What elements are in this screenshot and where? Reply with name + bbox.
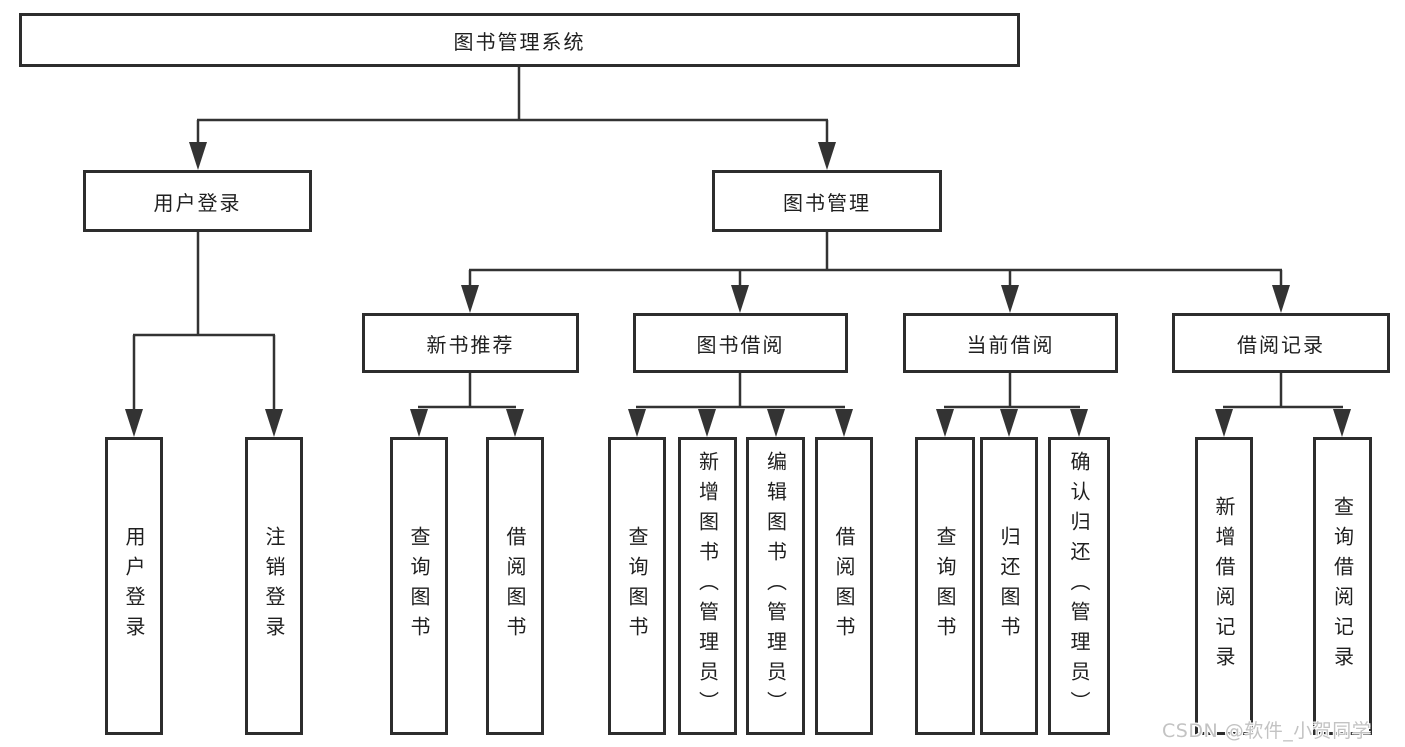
node-library-system: 图书管理系统 [19,13,1020,67]
node-new-book-recommend-label: 新书推荐 [426,332,515,357]
node-book-borrow: 图书借阅 [633,313,848,373]
leaf-add-borrow-record: 新增借阅记录 [1195,437,1253,735]
node-user-login-label: 用户登录 [153,190,242,215]
leaf-add-books-admin: 新增图书（管理员） [678,437,737,735]
node-book-borrow-label: 图书借阅 [696,332,785,357]
leaf-confirm-return-admin-label: 确认归还（管理员） [1067,451,1091,721]
leaf-user-login: 用户登录 [105,437,163,735]
leaf-return-books-label: 归还图书 [997,526,1021,646]
leaf-logout-label: 注销登录 [262,526,286,646]
csdn-watermark: CSDN @软件_小贺同学 [1162,720,1372,742]
leaf-confirm-return-admin: 确认归还（管理员） [1048,437,1110,735]
arrowheads [125,142,1351,437]
node-library-system-label: 图书管理系统 [453,29,586,54]
leaf-borrow-books-1: 借阅图书 [486,437,544,735]
leaf-user-login-label: 用户登录 [122,526,146,646]
leaf-logout: 注销登录 [245,437,303,735]
leaf-query-books-2-label: 查询图书 [625,526,649,646]
leaf-query-books-1: 查询图书 [390,437,448,735]
leaf-borrow-books-2-label: 借阅图书 [832,526,856,646]
node-borrow-records: 借阅记录 [1172,313,1390,373]
node-current-borrow: 当前借阅 [903,313,1118,373]
leaf-edit-books-admin: 编辑图书（管理员） [746,437,805,735]
leaf-return-books: 归还图书 [980,437,1038,735]
leaf-add-borrow-record-label: 新增借阅记录 [1212,496,1236,676]
node-borrow-records-label: 借阅记录 [1237,332,1325,357]
leaf-query-borrow-record: 查询借阅记录 [1313,437,1372,735]
node-book-management: 图书管理 [712,170,942,232]
node-book-management-label: 图书管理 [783,190,871,215]
node-user-login: 用户登录 [83,170,312,232]
leaf-query-books-2: 查询图书 [608,437,666,735]
leaf-query-books-3-label: 查询图书 [933,526,957,646]
leaf-query-books-1-label: 查询图书 [407,526,431,646]
leaf-edit-books-admin-label: 编辑图书（管理员） [763,451,788,721]
leaf-query-books-3: 查询图书 [915,437,975,735]
leaf-borrow-books-2: 借阅图书 [815,437,873,735]
leaf-query-borrow-record-label: 查询借阅记录 [1330,496,1355,676]
node-new-book-recommend: 新书推荐 [362,313,579,373]
node-current-borrow-label: 当前借阅 [966,332,1055,357]
leaf-borrow-books-1-label: 借阅图书 [503,526,527,646]
leaf-add-books-admin-label: 新增图书（管理员） [695,451,720,721]
